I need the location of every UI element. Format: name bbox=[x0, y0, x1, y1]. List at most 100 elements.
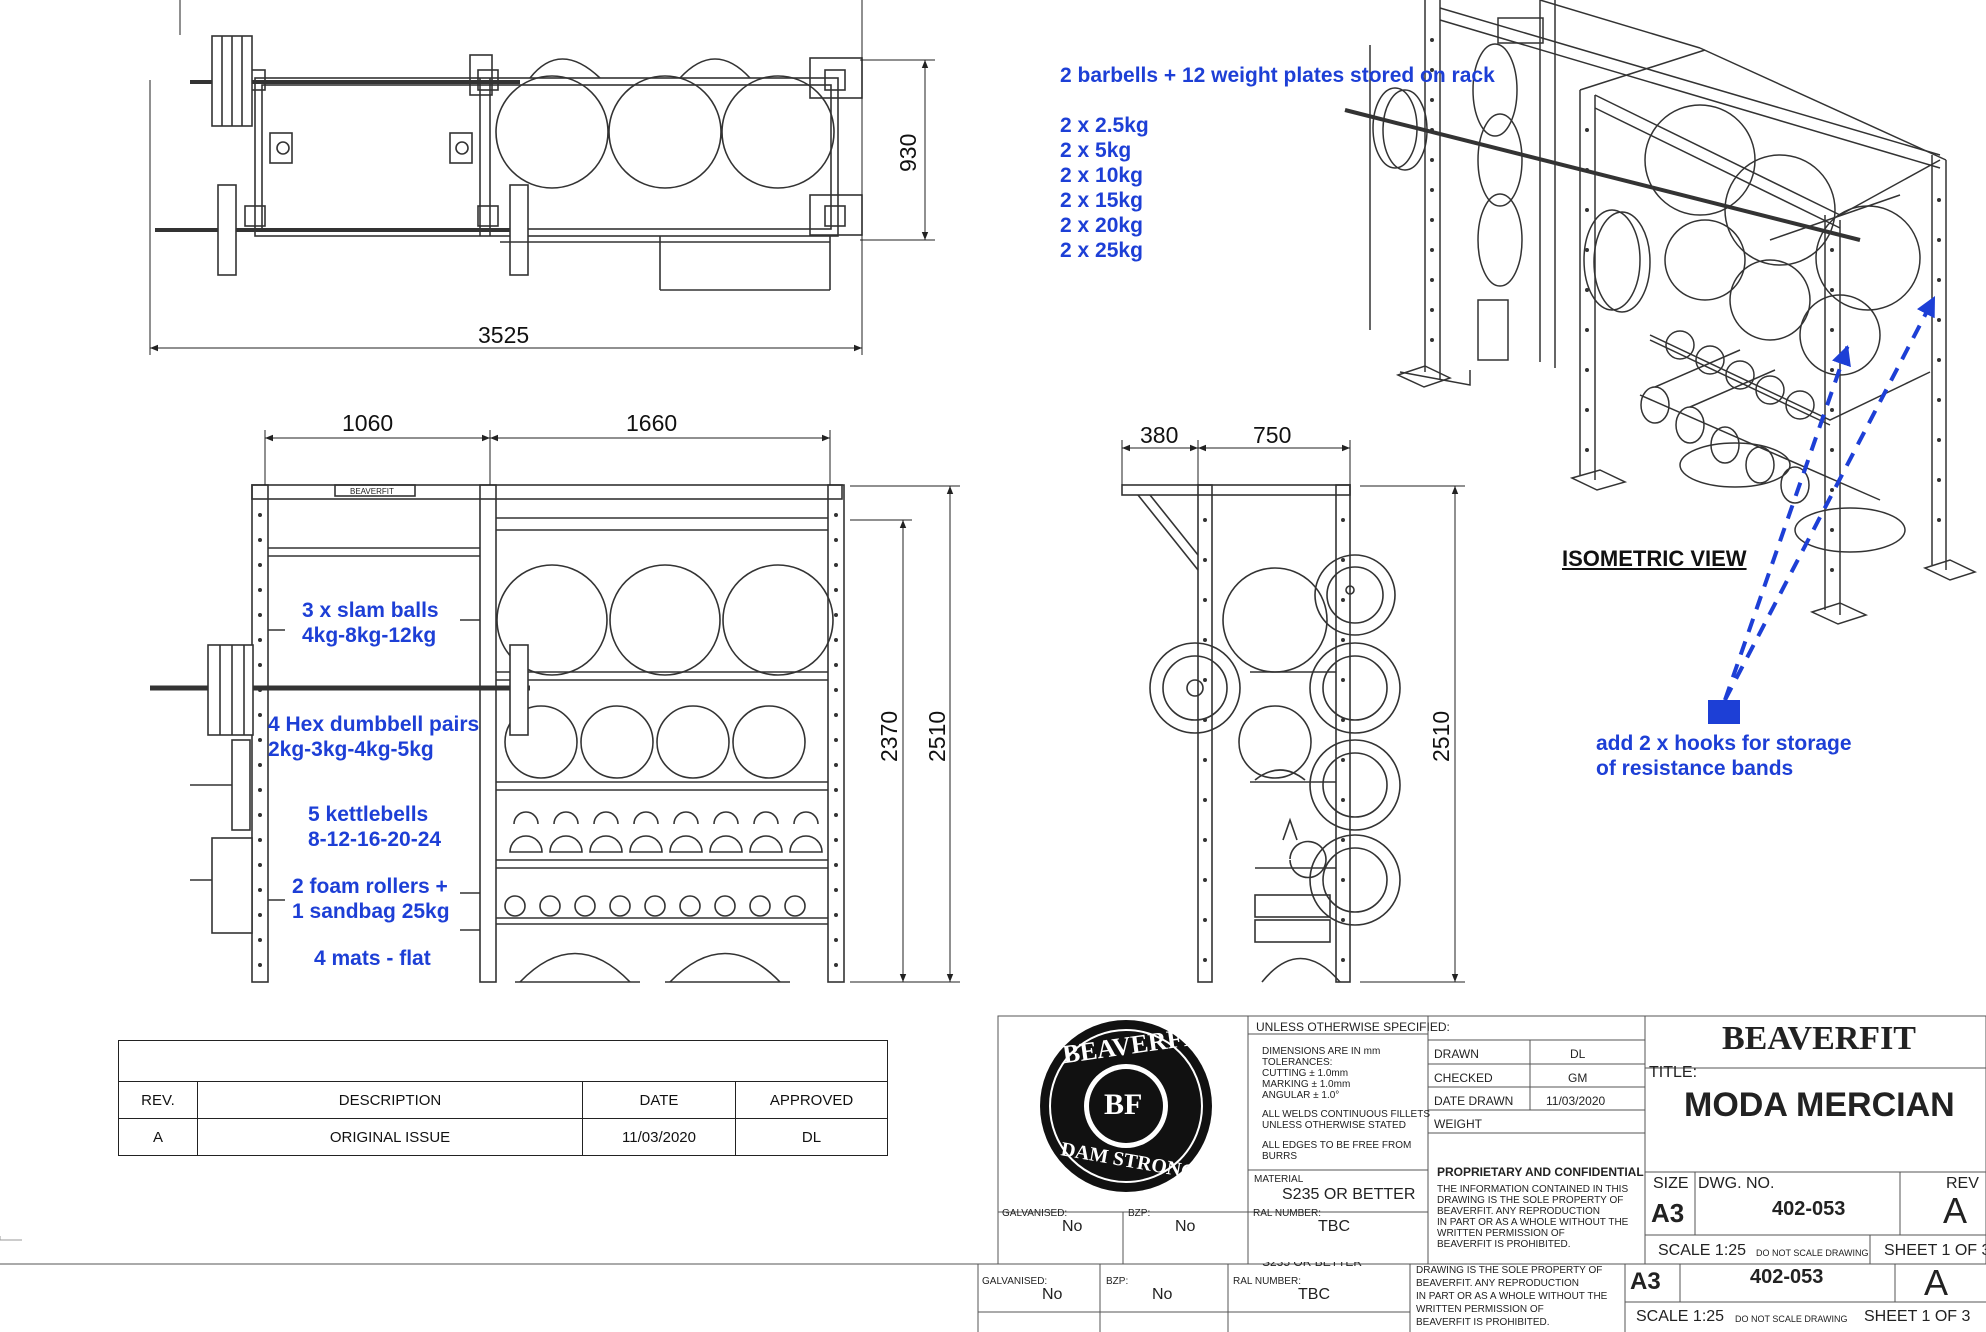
title-block-frame bbox=[0, 1015, 1986, 1332]
side-dimensions bbox=[1121, 440, 1465, 983]
ghost-dwg-value: 402-053 bbox=[1750, 1266, 1824, 1288]
plate-item: 2 x 20kg bbox=[1060, 214, 1143, 237]
size-label: SIZE bbox=[1653, 1175, 1689, 1192]
hook-callout bbox=[1708, 295, 1937, 724]
tolerance-line: CUTTING ± 1.0mm bbox=[1262, 1068, 1349, 1079]
dwg-label: DWG. NO. bbox=[1698, 1175, 1775, 1192]
ghost-proprietary-line: BEAVERFIT IS PROHIBITED. bbox=[1416, 1317, 1550, 1328]
rev-label: REV bbox=[1946, 1175, 1979, 1192]
rev-cell: 11/03/2020 bbox=[582, 1118, 736, 1156]
top-dimensions bbox=[149, 0, 935, 355]
slam-ball-1 bbox=[496, 564, 608, 676]
plate-item: 2 x 5kg bbox=[1060, 139, 1132, 162]
bzp-label: BZP: bbox=[1128, 1208, 1151, 1219]
tolerance-line: ANGULAR ± 1.0° bbox=[1262, 1090, 1340, 1101]
front-upright-left bbox=[251, 484, 269, 983]
checked-value: GM bbox=[1568, 1071, 1588, 1085]
dim-front-right-width: 1660 bbox=[626, 410, 678, 436]
note-slam-balls-2: 4kg-8kg-12kg bbox=[302, 624, 437, 647]
title-value: MODA MERCIAN bbox=[1684, 1086, 1955, 1124]
logo-text-mid: BF bbox=[1104, 1088, 1143, 1121]
dim-front-total-height: 2510 bbox=[924, 710, 950, 762]
ghost-galvanised-label: GALVANISED: bbox=[982, 1276, 1048, 1287]
sheet-text: SHEET 1 OF 3 bbox=[1884, 1242, 1986, 1259]
note-dumbbells-2: 2kg-3kg-4kg-5kg bbox=[268, 738, 434, 761]
beaverfit-logo bbox=[1040, 1020, 1212, 1192]
table-row: A ORIGINAL ISSUE 11/03/2020 DL bbox=[118, 1118, 888, 1156]
slam-ball-3 bbox=[722, 564, 834, 676]
note-slam-balls-1: 3 x slam balls bbox=[302, 599, 439, 622]
foam-rollers-front bbox=[504, 895, 806, 917]
top-ball-2 bbox=[608, 75, 722, 189]
note-mats: 4 mats - flat bbox=[314, 947, 431, 970]
bzp-value: No bbox=[1175, 1218, 1196, 1235]
plate-item: 2 x 2.5kg bbox=[1060, 114, 1149, 137]
front-upright-right bbox=[827, 484, 845, 983]
proprietary-title: PROPRIETARY AND CONFIDENTIAL bbox=[1437, 1165, 1644, 1179]
note-kettlebells-2: 8-12-16-20-24 bbox=[308, 828, 442, 851]
note-hooks-1: add 2 x hooks for storage bbox=[1596, 732, 1852, 755]
side-view bbox=[1121, 484, 1401, 983]
ral-label: RAL NUMBER: bbox=[1253, 1208, 1321, 1219]
ghost-scale-text: SCALE 1:25 bbox=[1636, 1308, 1725, 1325]
rev-header: REV. bbox=[118, 1081, 198, 1119]
ghost-proprietary-line: DRAWING IS THE SOLE PROPERTY OF bbox=[1416, 1265, 1603, 1276]
top-frame-inner bbox=[261, 84, 832, 230]
ghost-ral-value: TBC bbox=[1298, 1286, 1330, 1303]
unless-specified: UNLESS OTHERWISE SPECIFIED: bbox=[1256, 1020, 1450, 1034]
hook-marker bbox=[1708, 700, 1740, 724]
welds-line: UNLESS OTHERWISE STATED bbox=[1262, 1120, 1406, 1131]
proprietary-line: IN PART OR AS A WHOLE WITHOUT THE bbox=[1437, 1217, 1629, 1228]
upright-holes bbox=[258, 513, 838, 967]
front-view bbox=[150, 484, 845, 983]
rev-header: DESCRIPTION bbox=[197, 1081, 583, 1119]
ghost-bzp-label: BZP: bbox=[1106, 1276, 1129, 1287]
rev-cell: ORIGINAL ISSUE bbox=[197, 1118, 583, 1156]
galvanised-value: No bbox=[1062, 1218, 1083, 1235]
plate-item: 2 x 15kg bbox=[1060, 189, 1143, 212]
note-kettlebells-1: 5 kettlebells bbox=[308, 803, 429, 826]
do-not-scale: DO NOT SCALE DRAWING bbox=[1756, 1248, 1869, 1258]
front-dimensions bbox=[264, 430, 960, 983]
isometric-view bbox=[1344, 0, 1978, 625]
dim-top-length: 3525 bbox=[478, 322, 530, 348]
ghost-proprietary-line: WRITTEN PERMISSION OF bbox=[1416, 1304, 1544, 1315]
plate-item: 2 x 10kg bbox=[1060, 164, 1143, 187]
weight-label: WEIGHT bbox=[1434, 1117, 1482, 1131]
ghost-sheet-text: SHEET 1 OF 3 bbox=[1864, 1308, 1971, 1325]
drawn-value: DL bbox=[1570, 1047, 1586, 1061]
ghost-ral-label: RAL NUMBER: bbox=[1233, 1276, 1301, 1287]
tolerance-line: DIMENSIONS ARE IN mm bbox=[1262, 1046, 1381, 1057]
note-barbells: 2 barbells + 12 weight plates stored on … bbox=[1060, 64, 1495, 87]
ghost-galvanised-value: No bbox=[1042, 1286, 1063, 1303]
dim-top-depth: 930 bbox=[895, 133, 921, 172]
ghost-rev-value: A bbox=[1924, 1262, 1949, 1303]
date-drawn-value: 11/03/2020 bbox=[1546, 1094, 1606, 1108]
tolerance-line: MARKING ± 1.0mm bbox=[1262, 1079, 1351, 1090]
proprietary-line: DRAWING IS THE SOLE PROPERTY OF bbox=[1437, 1195, 1624, 1206]
dim-front-inner-height: 2370 bbox=[876, 710, 902, 762]
edges-line: BURRS bbox=[1262, 1151, 1298, 1162]
note-foam-rollers-1: 2 foam rollers + bbox=[292, 875, 448, 898]
rev-cell: DL bbox=[735, 1118, 888, 1156]
revision-table: REV. DESCRIPTION DATE APPROVED A ORIGINA… bbox=[118, 1040, 888, 1156]
revision-title-row bbox=[118, 1040, 888, 1082]
date-drawn-label: DATE DRAWN bbox=[1434, 1094, 1514, 1108]
scale-text: SCALE 1:25 bbox=[1658, 1242, 1747, 1259]
top-ball-1 bbox=[495, 75, 609, 189]
ghost-proprietary-line: IN PART OR AS A WHOLE WITHOUT THE bbox=[1416, 1291, 1608, 1302]
size-value: A3 bbox=[1651, 1198, 1685, 1228]
rev-cell: A bbox=[118, 1118, 198, 1156]
kettlebells-front bbox=[509, 811, 823, 853]
ghost-fragment: S235 OR BETTER bbox=[1262, 1255, 1363, 1269]
front-upright-mid bbox=[479, 484, 497, 983]
dim-side-depth: 750 bbox=[1253, 422, 1292, 448]
company-name: BEAVERFIT bbox=[1722, 1020, 1916, 1057]
edges-line: ALL EDGES TO BE FREE FROM bbox=[1262, 1140, 1412, 1151]
ghost-size-value: A3 bbox=[1630, 1268, 1661, 1295]
dim-side-arm: 380 bbox=[1140, 422, 1179, 448]
isometric-view-label: ISOMETRIC VIEW bbox=[1562, 546, 1747, 571]
note-hooks-2: of resistance bands bbox=[1596, 757, 1794, 780]
rev-header: APPROVED bbox=[735, 1081, 888, 1119]
